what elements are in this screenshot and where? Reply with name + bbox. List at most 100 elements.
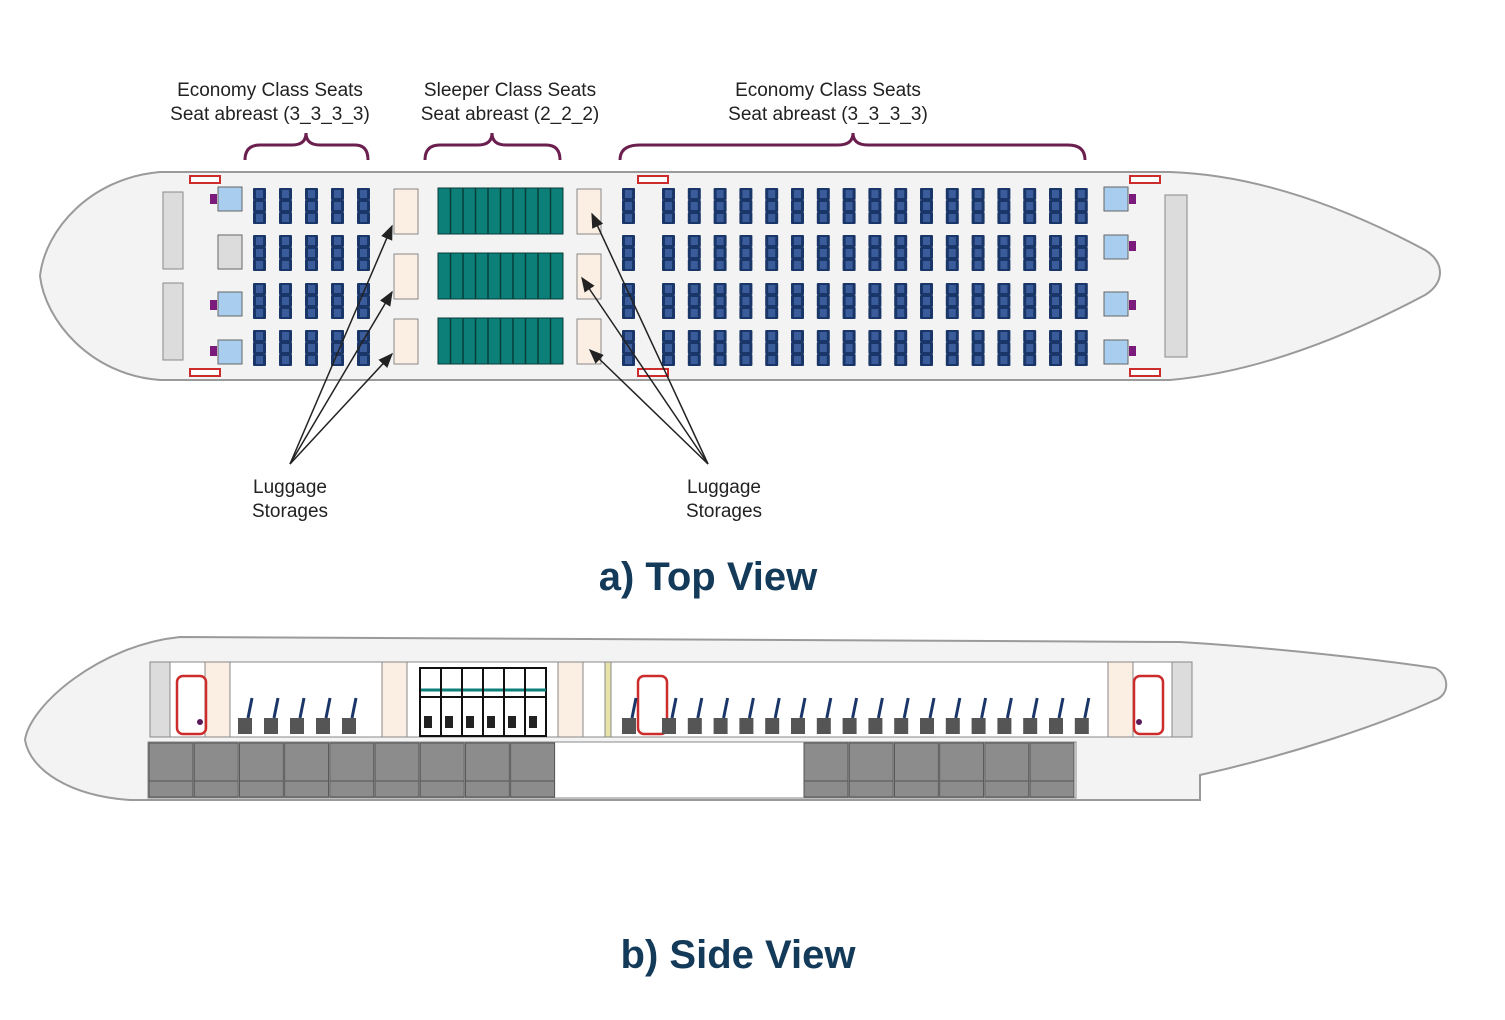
economy-seat	[713, 212, 727, 224]
economy-seat	[868, 283, 882, 295]
economy-seat	[765, 188, 779, 200]
side-seat	[687, 697, 704, 734]
luggage-storage	[393, 188, 419, 235]
economy-seat	[765, 200, 779, 212]
cargo-container	[419, 742, 465, 798]
economy-seat	[765, 259, 779, 271]
sleeper-bunk-columns	[419, 668, 537, 736]
economy-seat	[253, 212, 266, 224]
economy-seat	[971, 235, 985, 247]
bunk-seat	[529, 716, 537, 728]
economy-seat	[357, 354, 370, 366]
economy-seat	[305, 212, 318, 224]
side-seat	[920, 697, 936, 734]
side-seat	[713, 697, 730, 734]
side-seat	[791, 697, 807, 734]
purple-marker	[210, 346, 217, 356]
economy-seat	[1074, 330, 1088, 342]
economy-seat	[997, 354, 1011, 366]
economy-seat	[622, 307, 635, 319]
economy-seat	[894, 283, 908, 295]
economy-seat	[894, 354, 908, 366]
economy-seat	[765, 283, 779, 295]
economy-seat	[868, 295, 882, 307]
economy-seat	[305, 235, 318, 247]
luggage-pointer-arrows-right	[581, 212, 709, 465]
economy-seat	[687, 354, 701, 366]
front-bulkhead-upper	[162, 191, 184, 270]
economy-seat	[791, 247, 804, 259]
economy-seat	[305, 259, 318, 271]
economy-seat	[997, 200, 1011, 212]
economy-seat	[1074, 295, 1088, 307]
economy-seat	[894, 330, 908, 342]
rear-bulkhead	[1164, 194, 1188, 358]
economy-seat	[945, 212, 959, 224]
economy-seat	[1074, 283, 1088, 295]
economy-seat	[920, 307, 933, 319]
purple-marker	[1129, 346, 1136, 356]
luggage-label-line1: Luggage	[687, 477, 761, 498]
economy-seat	[687, 212, 701, 224]
economy-seat	[868, 342, 882, 354]
economy-seat	[305, 188, 318, 200]
economy-seat	[279, 330, 292, 342]
front-bulkhead-lower	[162, 282, 184, 361]
brace-rear-economy	[618, 132, 1087, 161]
economy-seat	[739, 283, 753, 295]
economy-seat	[305, 283, 318, 295]
economy-seat	[739, 330, 753, 342]
economy-seat	[1023, 295, 1037, 307]
side-economy-seats	[238, 697, 1091, 734]
economy-seat	[1023, 342, 1037, 354]
side-seat	[238, 697, 254, 734]
economy-seat	[1074, 354, 1088, 366]
economy-seat	[816, 188, 830, 200]
economy-seat	[687, 342, 701, 354]
side-seat	[997, 697, 1013, 734]
economy-seat	[894, 307, 908, 319]
economy-seat	[357, 200, 370, 212]
side-seat	[316, 697, 332, 734]
cargo-container	[238, 742, 284, 798]
economy-seat	[894, 342, 908, 354]
economy-seat	[253, 307, 266, 319]
side-view-caption: b) Side View	[621, 933, 857, 977]
top-view: Economy Class Seats Seat abreast (3_3_3_…	[38, 80, 1441, 599]
economy-seat	[945, 342, 959, 354]
purple-marker	[1129, 241, 1136, 251]
economy-seat	[305, 307, 318, 319]
economy-seat	[842, 235, 856, 247]
economy-seat	[971, 247, 985, 259]
luggage-pointer-arrows-left	[289, 224, 394, 465]
economy-seat	[945, 354, 959, 366]
economy-seat	[842, 307, 856, 319]
economy-seat	[868, 259, 882, 271]
galley-rear-1	[1103, 186, 1129, 212]
economy-seat	[945, 259, 959, 271]
economy-seat	[1049, 342, 1062, 354]
economy-seat	[713, 247, 727, 259]
top-view-fuselage	[38, 171, 1441, 381]
side-seat	[816, 697, 833, 734]
economy-seat	[739, 342, 753, 354]
economy-seat	[894, 247, 908, 259]
economy-seat	[1049, 200, 1062, 212]
economy-seat	[816, 307, 830, 319]
economy-seat	[1023, 188, 1037, 200]
economy-seat	[920, 200, 933, 212]
economy-seat	[894, 188, 908, 200]
economy-seat	[842, 200, 856, 212]
economy-seat	[868, 247, 882, 259]
economy-seat	[791, 200, 804, 212]
side-seat	[971, 697, 988, 734]
economy-seat	[357, 247, 370, 259]
economy-seat	[1074, 247, 1088, 259]
door-front-lower	[189, 368, 221, 377]
economy-seat	[279, 342, 292, 354]
economy-seat	[816, 342, 830, 354]
economy-seat	[739, 188, 753, 200]
side-seat	[868, 697, 884, 734]
bunk-seat	[466, 716, 474, 728]
bunk-seat	[445, 716, 453, 728]
